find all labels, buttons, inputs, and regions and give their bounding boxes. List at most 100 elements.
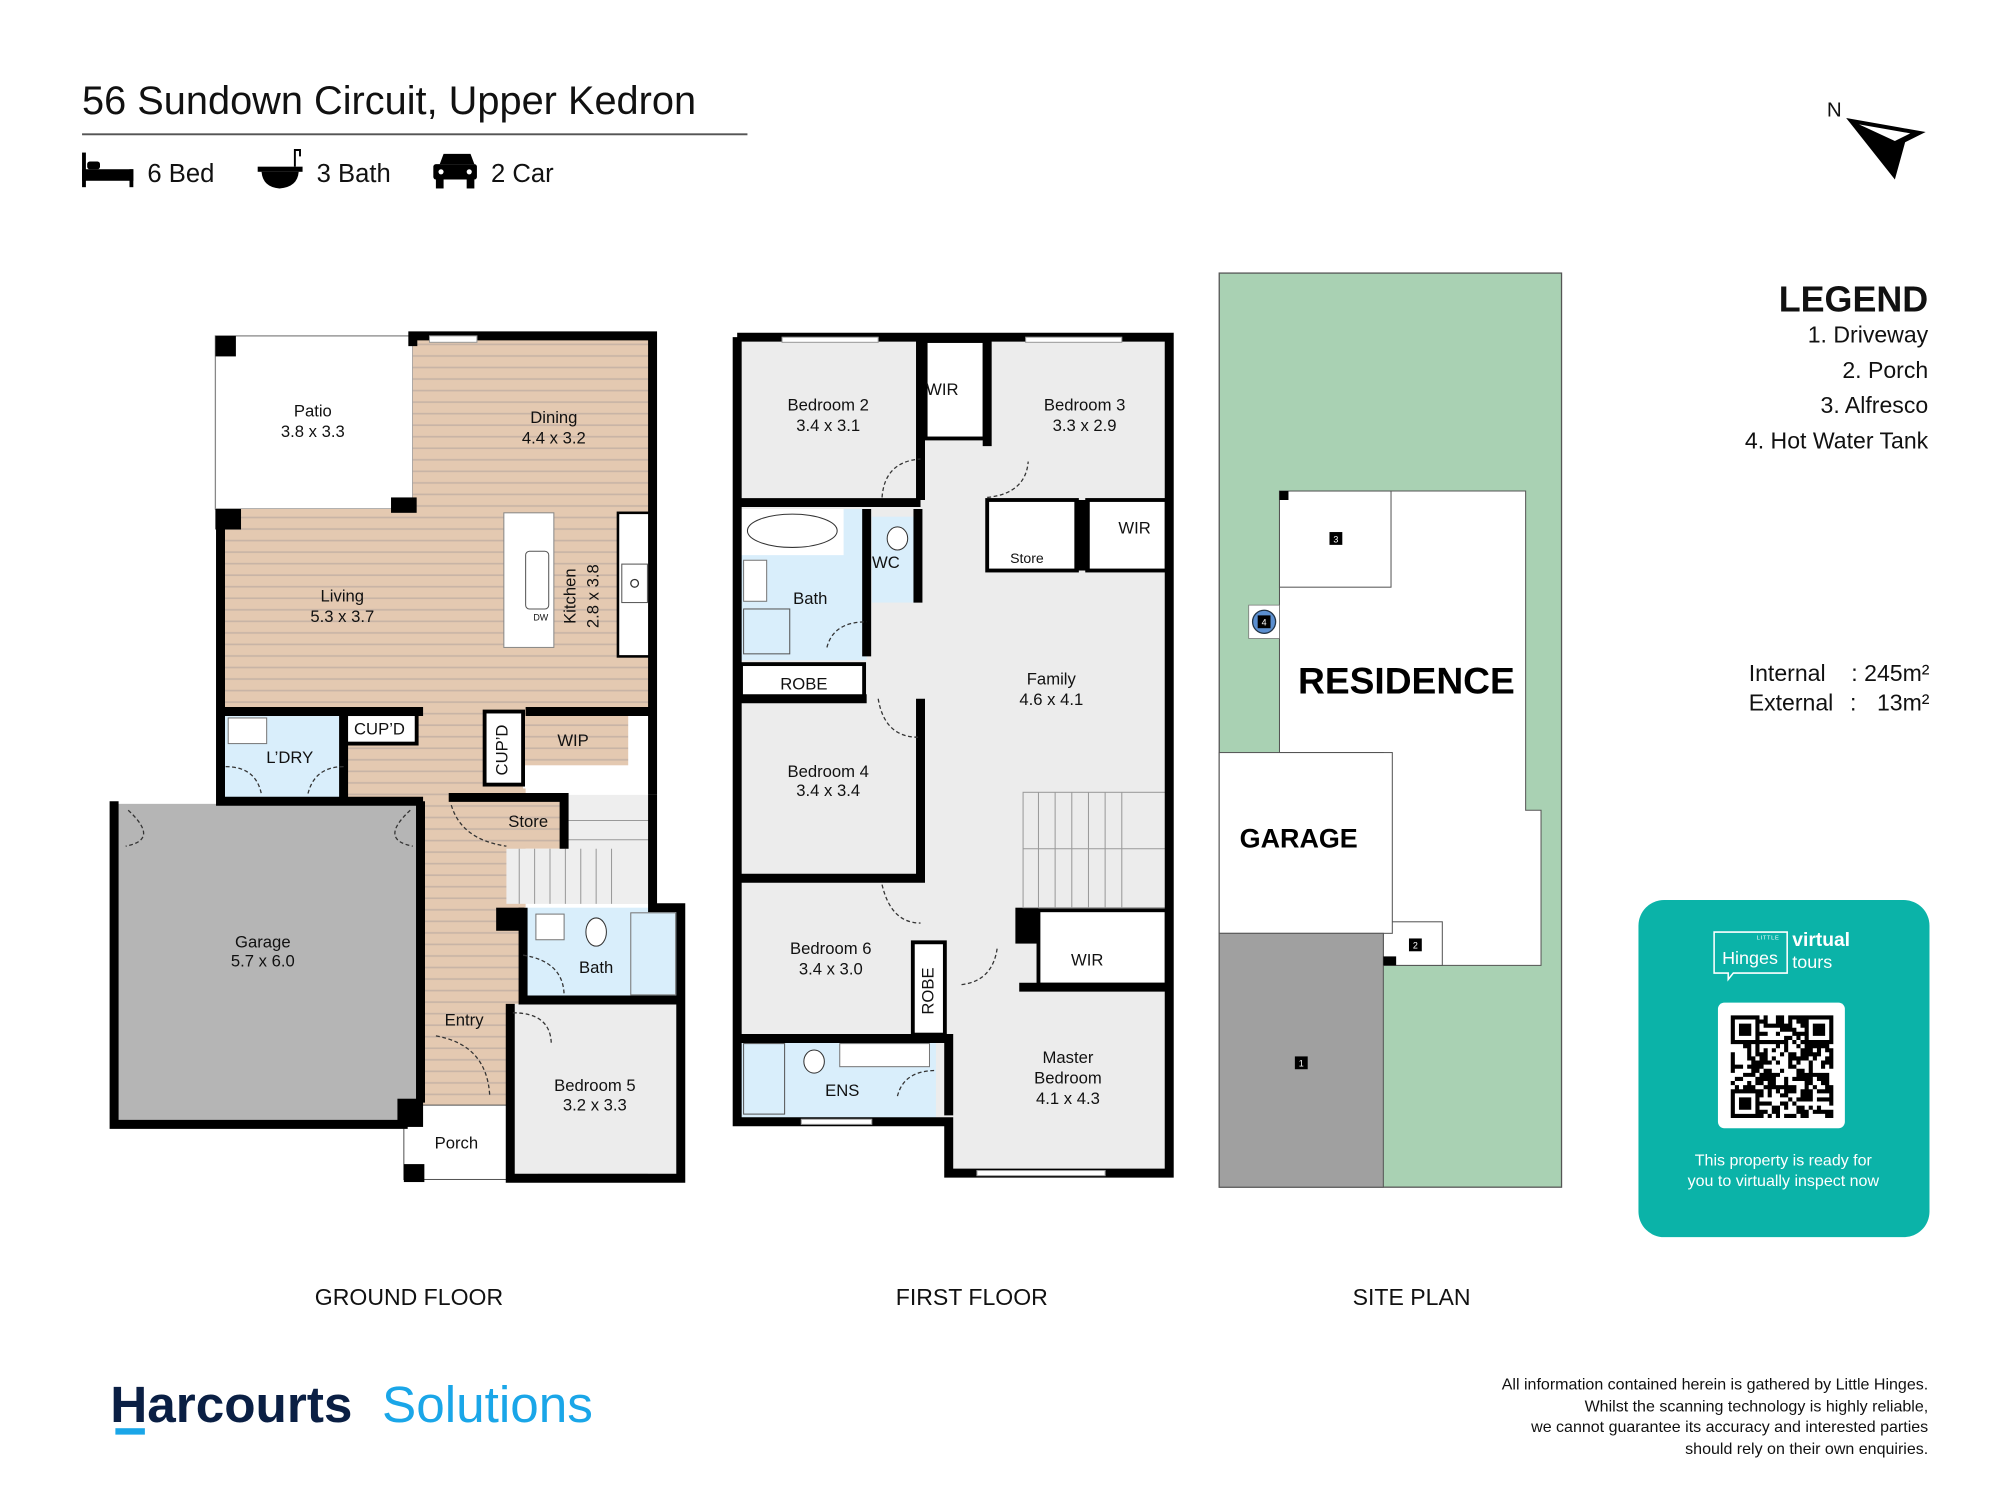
legend-item: 4. Hot Water Tank [1745,428,1929,454]
logo-virtual: virtual [1792,930,1850,951]
marker-2: 2 [1413,941,1418,951]
room-label-store: Store [508,812,548,831]
car-count: 2 Car [491,160,554,188]
room-label-porch: Porch [435,1134,479,1153]
room-label-entry: Entry [445,1011,485,1030]
ground-floor-title: GROUND FLOOR [315,1284,503,1310]
room-label-store-first: Store [1010,550,1044,566]
disclaimer-line: we cannot guarantee its accuracy and int… [1530,1418,1928,1436]
internal-area-value: : 245m² [1851,660,1930,686]
room-label-bedroom5: Bedroom 5 [554,1076,635,1095]
bath-count: 3 Bath [317,160,391,188]
qr-code-modules [1730,1015,1834,1118]
title-divider [82,133,748,136]
room-size-bedroom3: 3.3 x 2.9 [1053,416,1117,435]
external-area-value: 13m² [1877,689,1930,715]
bed-count: 6 Bed [147,160,214,188]
marker-porch: 2 [1408,938,1422,952]
bathtub-icon [257,149,303,189]
first-floor-plan: Bedroom 2 3.4 x 3.1 WIR Bedroom 3 3.3 x … [732,332,1174,1178]
room-label-wir-master: WIR [1071,950,1103,969]
room-label-bath-first: Bath [793,589,827,608]
room-size-kitchen: 2.8 x 3.8 [584,564,603,628]
room-size-patio: 3.8 x 3.3 [281,422,345,441]
room-label-ens: ENS [825,1081,859,1100]
legend-item: 2. Porch [1842,357,1928,383]
tour-message-line1: This property is ready for [1695,1151,1873,1169]
room-label-bedroom6: Bedroom 6 [790,939,871,958]
legend: LEGEND 1. Driveway 2. Porch 3. Alfresco … [1745,280,1929,454]
site-plan: RESIDENCE GARAGE 1 2 3 4 [1218,272,1563,1188]
room-label-kitchen: Kitchen [561,568,580,624]
little-hinges-logo: LITTLE Hinges virtual tours [1713,930,1850,982]
room-label-cupd-vertical: CUP’D [493,725,512,776]
room-label-master-1: Master [1042,1048,1093,1067]
marker-driveway: 1 [1294,1056,1308,1070]
external-area-label: External [1749,689,1834,715]
legend-item: 3. Alfresco [1821,392,1929,418]
car-icon [433,153,477,189]
room-label-wir-bed3: WIR [1118,518,1150,537]
room-label-bedroom4: Bedroom 4 [787,762,868,781]
room-label-patio: Patio [294,402,332,421]
disclaimer-line: All information contained herein is gath… [1502,1376,1928,1394]
virtual-tour-card[interactable]: LITTLE Hinges virtual tours This propert… [1638,900,1930,1238]
room-size-bedroom4: 3.4 x 3.4 [796,781,860,800]
room-label-robe-vertical: ROBE [918,967,937,1014]
harcourts-logo: Harcourts Solutions [110,1376,593,1435]
room-size-family: 4.6 x 4.1 [1019,690,1083,709]
area-summary: Internal : 245m² External : 13m² [1749,660,1930,715]
room-size-bedroom2: 3.4 x 3.1 [796,416,860,435]
disclaimer-line: Whilst the scanning technology is highly… [1585,1398,1929,1416]
marker-alfresco: 3 [1329,532,1343,545]
room-size-dining: 4.4 x 3.2 [522,429,586,448]
room-size-living: 5.3 x 3.7 [310,607,374,626]
property-title: 56 Sundown Circuit, Upper Kedron [82,79,696,123]
marker-3: 3 [1333,534,1338,544]
dishwasher-label: DW [533,613,548,623]
qr-code[interactable] [1730,1015,1834,1118]
room-label-living: Living [321,586,365,605]
ground-floor-plan: Patio 3.8 x 3.3 Dining 4.4 x 3.2 Living … [109,331,686,1183]
internal-area-label: Internal [1749,660,1826,686]
logo-tours: tours [1792,952,1832,972]
room-size-bedroom6: 3.4 x 3.0 [799,959,863,978]
tour-message-line2: you to virtually inspect now [1688,1172,1880,1190]
logo-name: Hinges [1722,948,1778,968]
marker-4: 4 [1262,618,1267,628]
room-label-cupd: CUP’D [354,720,405,739]
room-label-wc: WC [872,553,900,572]
disclaimer: All information contained herein is gath… [1502,1376,1928,1458]
legend-title: LEGEND [1779,280,1929,320]
room-label-laundry: L’DRY [266,748,313,767]
compass-label: N [1827,99,1842,122]
external-area-sep: : [1850,689,1856,715]
first-floor-title: FIRST FLOOR [896,1284,1048,1310]
site-residence-label: RESIDENCE [1298,660,1515,702]
brand-sub: Solutions [382,1376,593,1433]
room-size-master: 4.1 x 4.3 [1036,1089,1100,1108]
room-label-wip: WIP [557,731,588,750]
logo-small-text: LITTLE [1757,936,1780,942]
room-label-bedroom3: Bedroom 3 [1044,395,1125,414]
room-label-master-2: Bedroom [1034,1068,1102,1087]
marker-hot-water: 4 [1257,615,1271,629]
room-size-garage: 5.7 x 6.0 [231,952,295,971]
header: 56 Sundown Circuit, Upper Kedron 6 Bed 3… [82,79,748,189]
room-label-robe: ROBE [780,675,827,694]
marker-1: 1 [1299,1059,1304,1069]
room-label-wir: WIR [926,380,958,399]
room-label-bedroom2: Bedroom 2 [787,395,868,414]
room-label-bath-ground: Bath [579,958,613,977]
bed-icon [82,152,134,188]
site-garage-label: GARAGE [1240,823,1358,853]
north-arrow: N [1827,99,1926,180]
room-label-dining: Dining [530,408,577,427]
site-plan-title: SITE PLAN [1353,1284,1471,1310]
room-label-garage: Garage [235,932,291,951]
room-size-bedroom5: 3.2 x 3.3 [563,1095,627,1114]
north-arrow-icon [1846,117,1926,180]
legend-item: 1. Driveway [1808,321,1929,347]
disclaimer-line: should rely on their own enquiries. [1685,1440,1928,1458]
